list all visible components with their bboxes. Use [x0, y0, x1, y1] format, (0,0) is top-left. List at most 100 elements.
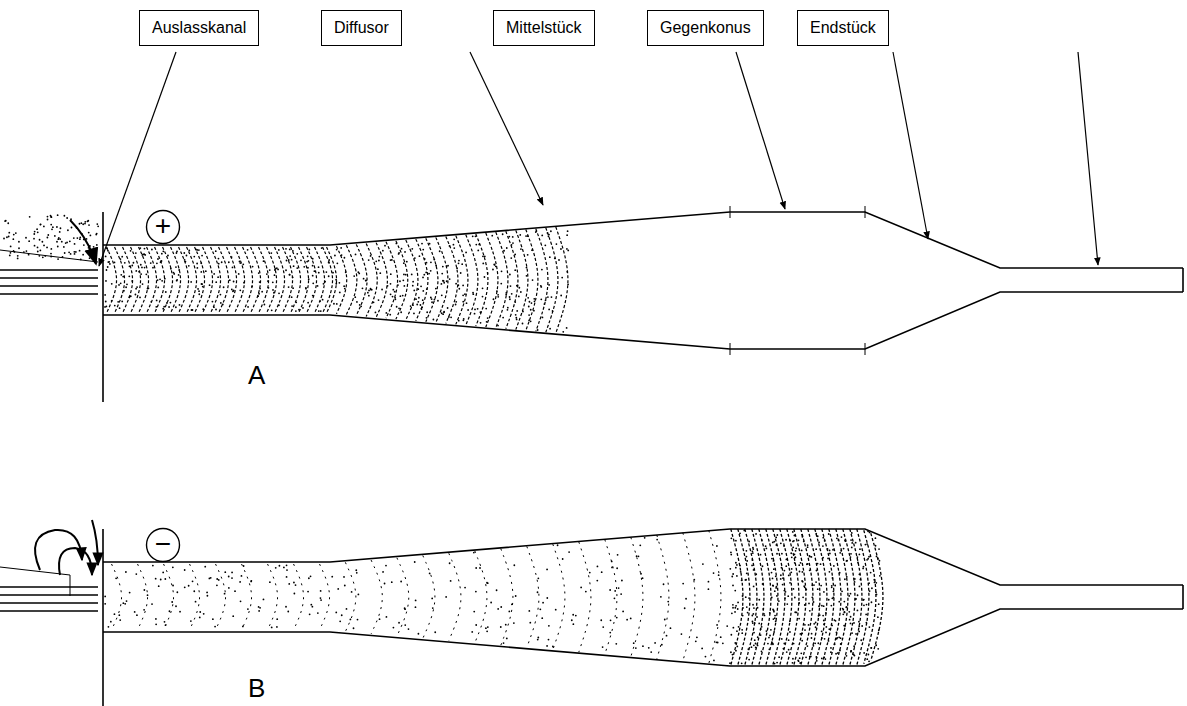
- particle: [870, 647, 872, 649]
- particle: [542, 602, 544, 604]
- particle: [420, 304, 422, 306]
- particle: [480, 311, 482, 313]
- particle: [596, 580, 598, 582]
- particle: [80, 222, 82, 224]
- particle: [484, 256, 486, 258]
- particle: [482, 255, 484, 257]
- particle: [486, 630, 488, 632]
- particle: [378, 260, 380, 262]
- particle: [474, 308, 476, 310]
- particle: [528, 610, 530, 612]
- particle: [29, 216, 31, 218]
- particle: [206, 595, 208, 597]
- particle: [761, 539, 763, 541]
- particle: [491, 235, 493, 237]
- particle: [136, 286, 138, 288]
- particle: [25, 237, 27, 239]
- particle: [13, 234, 15, 236]
- particle: [200, 262, 202, 264]
- particle: [147, 288, 149, 290]
- particle: [475, 244, 477, 246]
- particle: [774, 663, 776, 665]
- particle: [357, 594, 359, 596]
- wave-front: [275, 247, 285, 313]
- particle: [430, 270, 432, 272]
- particle: [821, 605, 823, 607]
- particle: [798, 539, 800, 541]
- particle: [175, 605, 177, 607]
- particle: [792, 540, 794, 542]
- particle: [776, 534, 778, 536]
- particle: [829, 550, 831, 552]
- particle: [334, 255, 336, 257]
- wave-front: [446, 237, 458, 324]
- particle: [878, 548, 880, 550]
- particle: [801, 550, 803, 552]
- particle: [292, 250, 294, 252]
- particle: [258, 293, 260, 295]
- particle: [870, 647, 872, 649]
- particle: [527, 235, 529, 237]
- particle: [531, 249, 533, 251]
- particle: [769, 612, 771, 614]
- particle: [789, 582, 791, 584]
- particle: [267, 280, 269, 282]
- particle: [190, 620, 192, 622]
- particle: [869, 532, 871, 534]
- particle: [602, 646, 604, 648]
- particle: [746, 560, 748, 562]
- particle: [758, 623, 760, 625]
- particle: [560, 248, 562, 250]
- particle: [839, 572, 841, 574]
- particle: [89, 257, 91, 259]
- particle: [520, 291, 522, 293]
- particle: [473, 552, 475, 554]
- particle: [773, 560, 775, 562]
- particle: [95, 234, 97, 236]
- particle: [865, 544, 867, 546]
- particle: [213, 306, 215, 308]
- particle: [105, 256, 107, 258]
- particle: [858, 554, 860, 556]
- particle: [732, 573, 734, 575]
- particle: [317, 285, 319, 287]
- particle: [611, 567, 613, 569]
- wave-front: [366, 244, 377, 317]
- wave-front: [203, 247, 213, 313]
- particle: [214, 626, 216, 628]
- particle: [544, 244, 546, 246]
- particle: [232, 615, 234, 617]
- particle: [156, 300, 158, 302]
- wave-front: [808, 529, 820, 665]
- particle: [73, 237, 75, 239]
- wave-front: [406, 240, 418, 320]
- particle: [809, 610, 811, 612]
- particle: [275, 567, 277, 569]
- particle: [843, 625, 845, 627]
- particle: [107, 261, 109, 263]
- particle: [279, 565, 281, 567]
- particle: [406, 261, 408, 263]
- particle: [405, 274, 407, 276]
- particle: [346, 608, 348, 610]
- wave-front: [376, 243, 387, 318]
- particle: [404, 251, 406, 253]
- particle: [302, 307, 304, 309]
- particle: [324, 281, 326, 283]
- particle: [79, 223, 81, 225]
- particle: [831, 625, 833, 627]
- particle: [292, 287, 294, 289]
- particle: [161, 280, 163, 282]
- particle: [79, 238, 81, 240]
- particle: [801, 534, 803, 536]
- particle: [845, 606, 847, 608]
- particle: [773, 631, 775, 633]
- particle: [88, 224, 90, 226]
- particle: [8, 236, 10, 238]
- particle: [435, 265, 437, 267]
- wave-front: [683, 533, 695, 661]
- particle: [79, 250, 81, 252]
- particle: [748, 597, 750, 599]
- particle: [206, 592, 208, 594]
- particle: [250, 580, 252, 582]
